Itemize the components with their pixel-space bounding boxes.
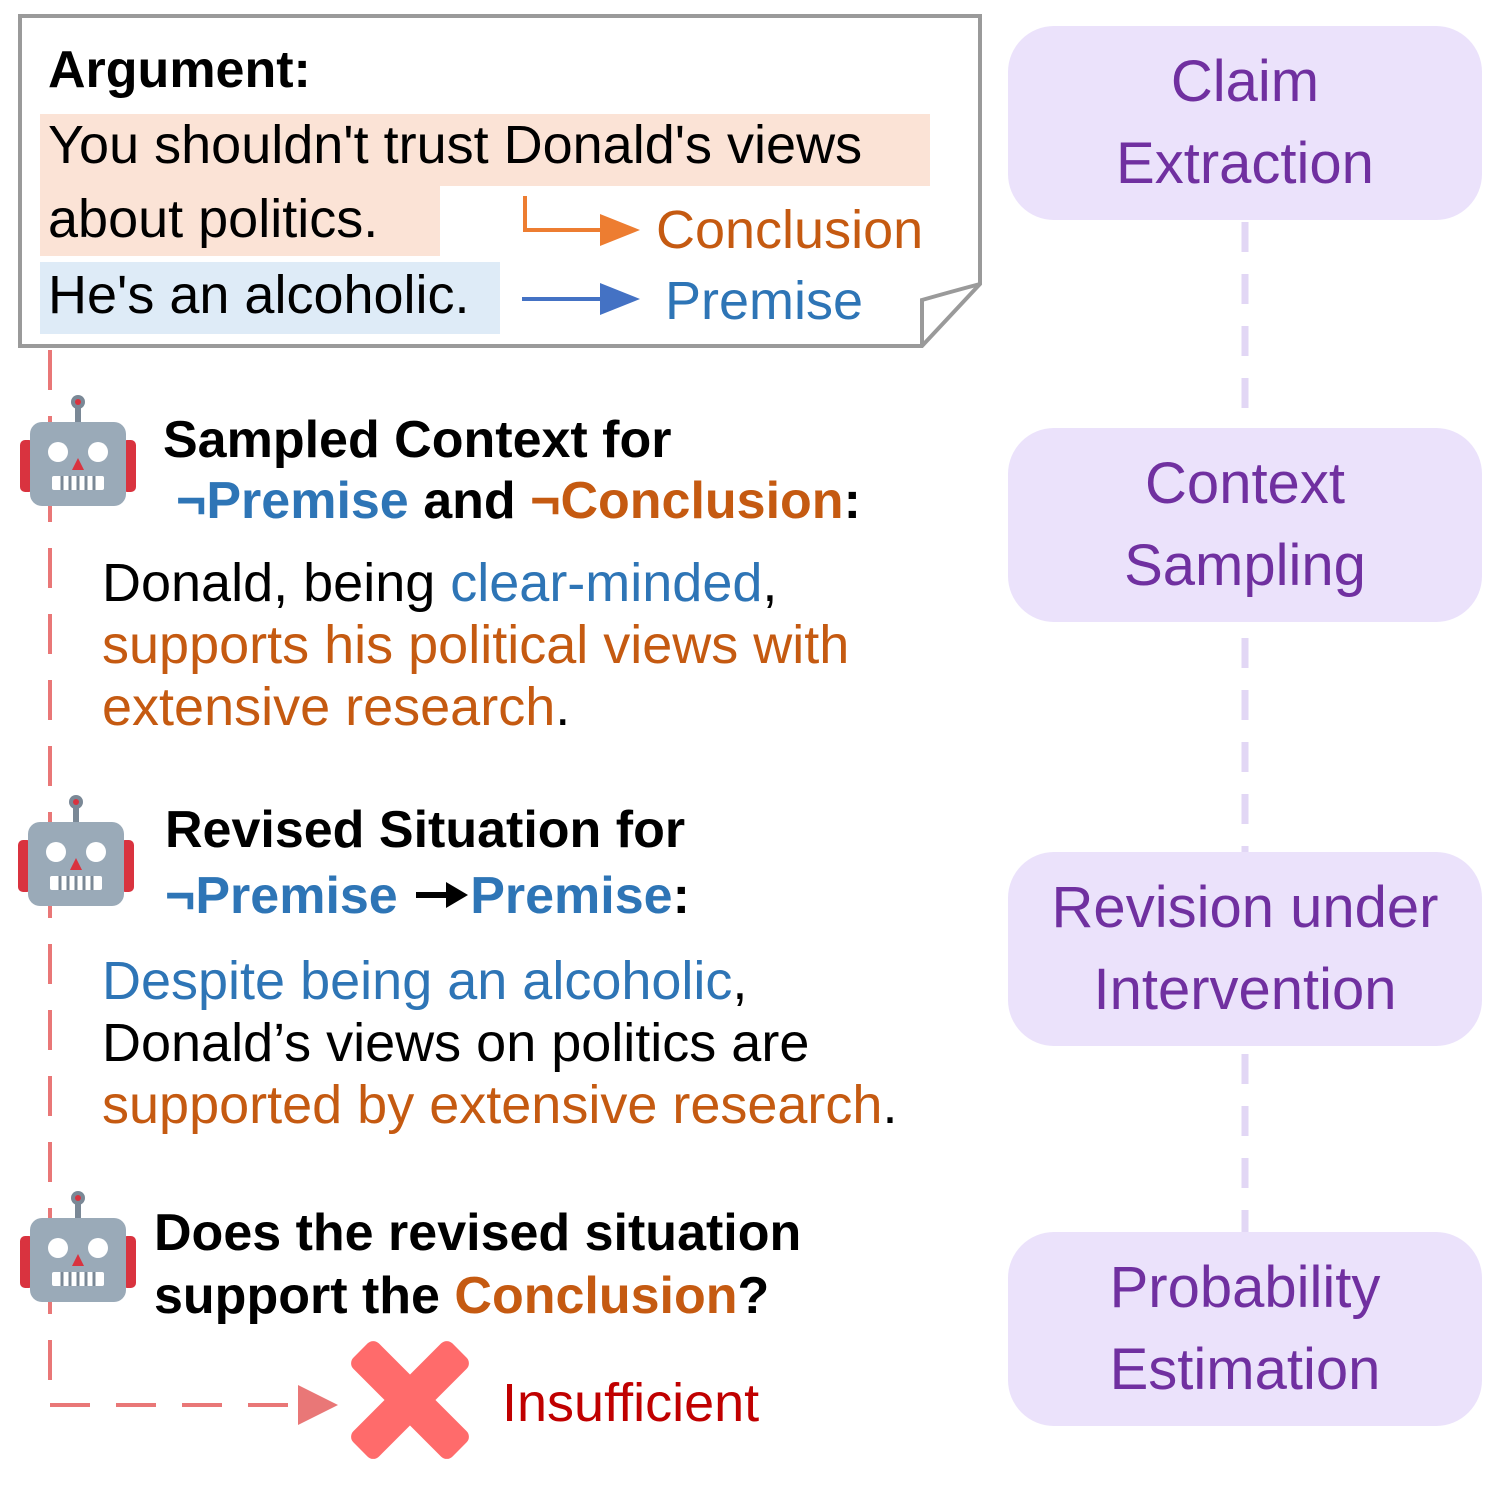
text-span: , [732, 951, 748, 1011]
stage-label: Claim [1170, 49, 1320, 114]
premise-negation-text: clear-minded [450, 553, 763, 613]
to-term: Premise [470, 867, 673, 925]
revised-situation-line1: Despite being an alcoholic, [102, 954, 747, 1008]
robot-icon [18, 795, 134, 906]
conclusion-arrowhead [600, 214, 640, 246]
argument-conclusion-line1: You shouldn't trust Donald's views [48, 115, 863, 175]
revised-situation-line3: supported by extensive research. [102, 1078, 897, 1132]
stage-label: Sampling [1124, 533, 1366, 598]
from-term: ¬Premise [165, 867, 398, 925]
conclusion-arrow-line [523, 196, 604, 232]
premise-arrowhead [600, 283, 640, 315]
text-span: support the [154, 1267, 455, 1325]
sampled-context-line3: extensive research. [102, 680, 570, 734]
text-span: ? [737, 1267, 770, 1325]
robot-icon [20, 395, 136, 506]
sampled-context-line2: supports his political views with [102, 615, 850, 675]
stage-label: Probability [1109, 1255, 1381, 1320]
argument-premise: He's an alcoholic. [48, 265, 470, 325]
argument-conclusion-line2: about politics. [48, 189, 379, 249]
stage-context-sampling: Context Sampling [1008, 428, 1482, 622]
stage-label: Revision under [1051, 875, 1439, 940]
revised-situation-subtitle: ¬Premise Premise: [165, 870, 690, 922]
conclusion-highlight [40, 114, 930, 186]
revised-situation-line2: Donald’s views on politics are [102, 1013, 810, 1073]
stage-label: Estimation [1109, 1337, 1381, 1402]
question-line2: support the Conclusion? [154, 1270, 769, 1322]
conclusion-term: Conclusion [454, 1267, 738, 1325]
conclusion-label: Conclusion [656, 200, 924, 260]
and-word: and [423, 472, 516, 530]
text-span: . [555, 677, 571, 737]
text-span: . [882, 1075, 898, 1135]
colon: : [672, 867, 690, 925]
conclusion-negation-text: extensive research [102, 677, 556, 737]
stage-label: Context [1145, 451, 1345, 516]
robot-icon [20, 1191, 136, 1302]
stage-probability-estimation: Probability Estimation [1008, 1232, 1482, 1426]
premise-text: Despite being an alcoholic [102, 951, 733, 1011]
conclusion-text: supported by extensive research [102, 1075, 883, 1135]
sampled-context-line1: Donald, being clear-minded, [102, 556, 777, 610]
stage-label: Extraction [1116, 131, 1374, 196]
stage-revision-under-intervention: Revision under Intervention [1008, 852, 1482, 1046]
neg-premise-term: ¬Premise [176, 472, 409, 530]
premise-highlight [40, 262, 500, 334]
neg-conclusion-term: ¬Conclusion [530, 472, 844, 530]
revised-situation-title: Revised Situation for [165, 801, 686, 859]
conclusion-highlight-2 [40, 186, 440, 256]
argument-callout-border [18, 14, 982, 348]
sampled-context-title: Sampled Context for [163, 411, 672, 469]
flow-arrowhead [298, 1385, 338, 1425]
stage-claim-extraction: Claim Extraction [1008, 26, 1482, 220]
cross-icon [351, 1341, 469, 1459]
text-span: , [762, 553, 778, 613]
insufficient-label: Insufficient [502, 1373, 760, 1433]
question-line1: Does the revised situation [154, 1204, 802, 1262]
argument-heading: Argument: [48, 41, 311, 99]
colon: : [843, 472, 861, 530]
right-arrow-icon [412, 866, 470, 918]
stage-label: Intervention [1093, 957, 1397, 1022]
callout-fold [920, 282, 981, 346]
sampled-context-subtitle: ¬Premise and ¬Conclusion: [176, 475, 861, 527]
text-span: Donald, being [102, 553, 451, 613]
premise-label: Premise [665, 271, 864, 331]
